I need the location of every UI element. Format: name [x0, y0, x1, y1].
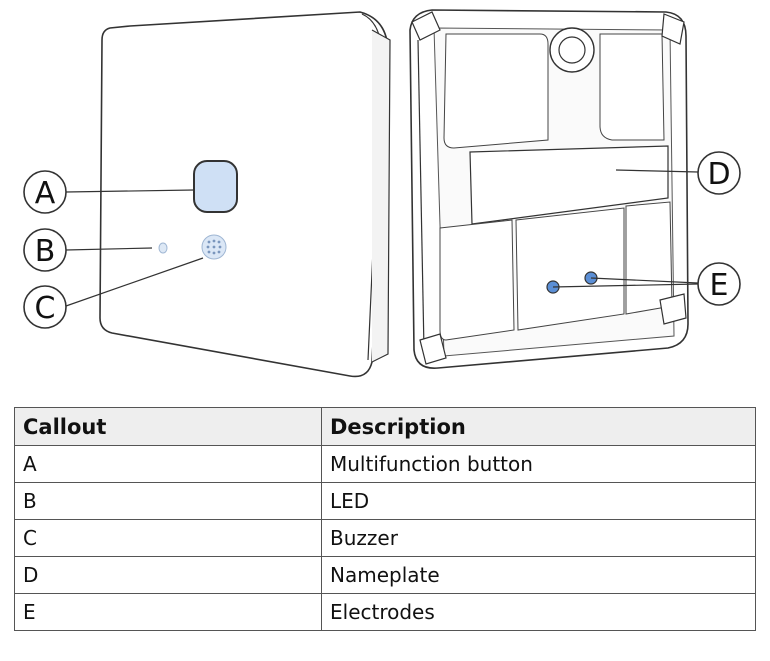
svg-text:E: E — [710, 268, 729, 303]
cell-callout: C — [14, 519, 322, 557]
nameplate — [469, 145, 669, 225]
callout-c: C — [23, 285, 67, 329]
callout-table: Callout Description A Multifunction butt… — [14, 407, 756, 631]
led-indicator — [158, 242, 168, 254]
callout-e: E — [697, 262, 741, 306]
svg-text:B: B — [35, 234, 56, 269]
svg-text:D: D — [707, 157, 730, 192]
header-callout: Callout — [14, 407, 322, 446]
table-header-row: Callout Description — [14, 407, 756, 446]
cell-callout: A — [14, 445, 322, 483]
leader-lines — [65, 169, 699, 307]
callout-b: B — [23, 228, 67, 272]
cell-description: Buzzer — [321, 519, 756, 557]
device-front-view — [99, 11, 391, 378]
table-row: E Electrodes — [14, 593, 756, 631]
device-diagram: A B C D E — [23, 9, 741, 378]
table-row: D Nameplate — [14, 556, 756, 594]
cell-callout: B — [14, 482, 322, 520]
header-description: Description — [321, 407, 756, 446]
cell-callout: D — [14, 556, 322, 594]
cell-description: LED — [321, 482, 756, 520]
svg-text:C: C — [35, 291, 56, 326]
table-row: B LED — [14, 482, 756, 520]
cell-callout: E — [14, 593, 322, 631]
svg-text:A: A — [35, 176, 56, 211]
device-back-view — [409, 9, 689, 369]
callout-a: A — [23, 170, 67, 214]
table-row: C Buzzer — [14, 519, 756, 557]
cell-description: Multifunction button — [321, 445, 756, 483]
cell-description: Nameplate — [321, 556, 756, 594]
buzzer-grille — [201, 234, 227, 260]
callout-d: D — [697, 151, 741, 195]
cell-description: Electrodes — [321, 593, 756, 631]
multifunction-button — [193, 160, 238, 213]
table-row: A Multifunction button — [14, 445, 756, 483]
